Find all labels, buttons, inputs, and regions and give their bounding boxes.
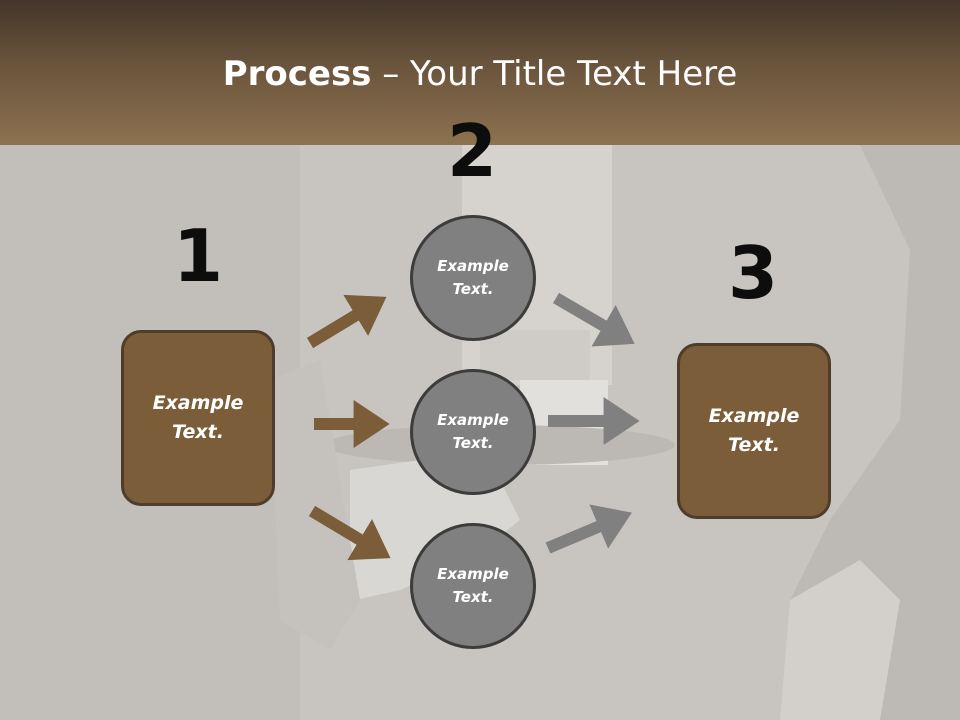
process-circle-top: Example Text. bbox=[410, 215, 536, 341]
step-number-3: 3 bbox=[727, 231, 779, 315]
process-circle-bottom-text: Example Text. bbox=[437, 565, 509, 606]
arrow-up-right-gray bbox=[545, 504, 632, 554]
step-number-1: 1 bbox=[172, 214, 224, 298]
title-rest: – Your Title Text Here bbox=[371, 54, 738, 94]
process-box-right-text: Example Text. bbox=[708, 405, 800, 456]
arrow-up-right-brown bbox=[306, 294, 387, 349]
slide-title: Process – Your Title Text Here bbox=[0, 52, 960, 96]
title-banner bbox=[0, 0, 960, 145]
step-number-2: 2 bbox=[446, 109, 498, 193]
process-circle-bottom: Example Text. bbox=[410, 523, 536, 649]
process-box-right: Example Text. bbox=[677, 343, 831, 519]
arrow-down-right-brown bbox=[308, 505, 391, 561]
process-box-left: Example Text. bbox=[121, 330, 275, 506]
process-circle-middle: Example Text. bbox=[410, 369, 536, 495]
process-circle-top-text: Example Text. bbox=[437, 257, 509, 298]
process-circle-middle-text: Example Text. bbox=[437, 411, 509, 452]
arrow-down-right-gray bbox=[552, 292, 635, 347]
title-bold: Process bbox=[222, 54, 372, 94]
process-box-left-text: Example Text. bbox=[152, 392, 244, 443]
